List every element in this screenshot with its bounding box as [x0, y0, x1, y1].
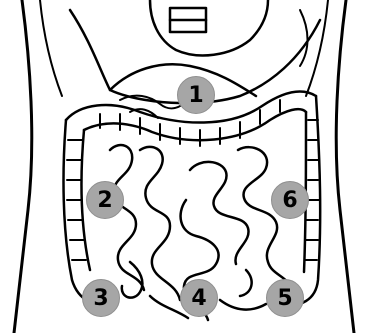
marker-1: 1: [177, 76, 215, 114]
marker-4: 4: [180, 279, 218, 317]
marker-3: 3: [82, 279, 120, 317]
marker-5: 5: [266, 279, 304, 317]
marker-2: 2: [86, 181, 124, 219]
marker-6: 6: [271, 181, 309, 219]
